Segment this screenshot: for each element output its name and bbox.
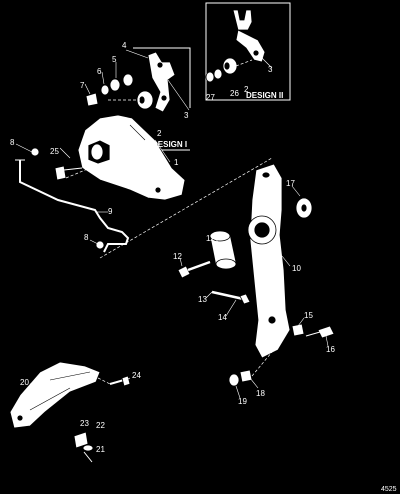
- callout-15: 15: [304, 311, 313, 320]
- bolt-12: [177, 260, 211, 279]
- design-2-label: DESIGN II: [246, 91, 283, 100]
- steering-arm: [247, 163, 291, 359]
- design-2-leader: [235, 59, 253, 67]
- callout-23: 23: [80, 419, 89, 428]
- callout-14: 14: [218, 313, 227, 322]
- nut-18: [239, 369, 253, 383]
- design-1-bushing: [136, 90, 154, 110]
- nut-8-upper: [30, 147, 40, 157]
- leader-rod-to-arm: [99, 157, 273, 259]
- callout-19: 19: [238, 397, 247, 406]
- pin-21: [82, 444, 94, 463]
- main-bracket: [77, 114, 186, 201]
- callout-18: 18: [256, 389, 265, 398]
- washer-17: [295, 197, 313, 219]
- design-2-frame: [205, 2, 291, 101]
- callout-13: 13: [198, 295, 207, 304]
- callout-1: 1: [174, 158, 179, 167]
- callout-27: 27: [206, 93, 215, 102]
- lower-bracket: [9, 361, 101, 429]
- design-1-stack: [85, 73, 134, 107]
- design-1-label: DESIGN I: [152, 140, 187, 149]
- callout-8-lower: 8: [84, 233, 89, 242]
- washer-19: [228, 373, 240, 387]
- clip-23: [73, 431, 89, 449]
- design-2-washers: [205, 68, 223, 83]
- callout-3-design1: 3: [184, 111, 189, 120]
- design-2-clevis: [232, 9, 266, 63]
- design-1-clevis: [147, 51, 176, 113]
- callout-24: 24: [132, 371, 141, 380]
- reference-number: 4525: [381, 486, 397, 493]
- design-2-bushing: [222, 57, 238, 75]
- callout-12: 12: [173, 252, 182, 261]
- screw-24: [109, 375, 131, 387]
- callout-2-design2: 2: [244, 85, 249, 94]
- link-rod: [15, 159, 130, 253]
- leader-24: [97, 377, 111, 385]
- callout-labels: 1 2 3 2 3 4 5 6 7 8 8 9 10 11 12 13 14 1…: [10, 41, 397, 493]
- callout-22: 22: [96, 421, 105, 430]
- callout-10: 10: [292, 264, 301, 273]
- leader-lines: [15, 49, 329, 399]
- callout-17: 17: [286, 179, 295, 188]
- bolt-16: [305, 325, 335, 339]
- leader-lower: [251, 351, 273, 377]
- callout-25: 25: [50, 147, 59, 156]
- callout-16: 16: [326, 345, 335, 354]
- callout-3-design2: 3: [268, 65, 273, 74]
- nut-8-lower: [95, 240, 105, 250]
- callout-26: 26: [230, 89, 239, 98]
- callout-8-upper: 8: [10, 138, 15, 147]
- callout-2-design1: 2: [157, 129, 162, 138]
- callout-20: 20: [20, 378, 29, 387]
- leader-bolt: [65, 167, 91, 179]
- callout-5: 5: [112, 55, 117, 64]
- callout-11: 11: [206, 234, 215, 243]
- callout-21: 21: [96, 445, 105, 454]
- design-1-bracket: [133, 47, 191, 108]
- callout-7: 7: [80, 81, 85, 90]
- callout-4: 4: [122, 41, 127, 50]
- bushing-11: [209, 230, 237, 270]
- callout-9: 9: [108, 207, 113, 216]
- callout-6: 6: [97, 67, 102, 76]
- stud-13: [211, 290, 251, 305]
